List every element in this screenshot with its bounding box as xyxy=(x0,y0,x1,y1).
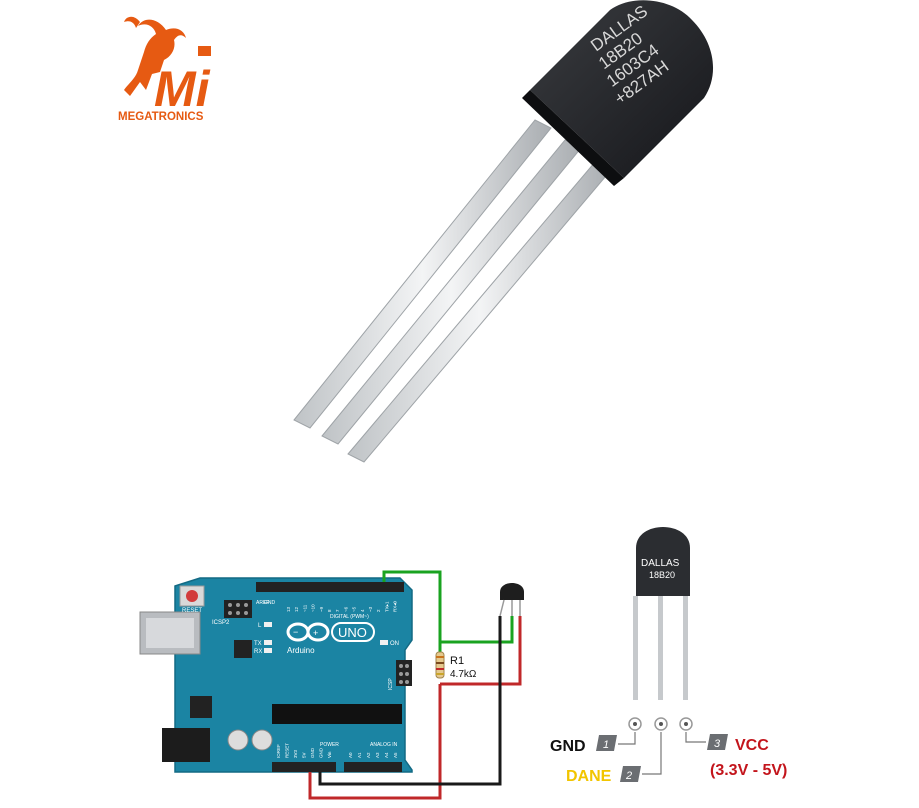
analog-pin-labels: A0 A1 A2 A3 A4 A5 xyxy=(348,752,398,758)
digital-pin-label-12: TX▸1 xyxy=(384,601,389,612)
digital-label: DIGITAL (PWM~) xyxy=(330,614,369,620)
pin-1-gnd: GND 1 xyxy=(550,735,617,755)
resistor-r1: R1 4.7kΩ xyxy=(435,651,477,680)
resistor-value: 4.7kΩ xyxy=(450,669,477,680)
vcc-wire-red xyxy=(308,684,442,800)
digital-pin-label-8: ~5 xyxy=(352,606,357,612)
analog-pin-label-5: A5 xyxy=(393,752,398,758)
digital-pin-label-4: ~9 xyxy=(319,606,324,612)
resistor-name: R1 xyxy=(450,655,464,667)
digital-pin-label-9: 4 xyxy=(360,609,365,612)
analog-pin-label-4: A4 xyxy=(384,752,389,758)
analog-header xyxy=(344,762,402,772)
data-wire-green xyxy=(382,570,514,644)
icsp-label: ICSP xyxy=(388,678,394,690)
svg-text:−: − xyxy=(293,627,298,637)
power-pin-label-1: RESET xyxy=(285,743,290,758)
digital-pin-label-7: ~6 xyxy=(343,606,348,612)
pin-3-vcc: 3 VCC (3.3V - 5V) xyxy=(707,734,787,779)
power-label: POWER xyxy=(320,742,339,748)
logo-brand-text: MEGATRONICS xyxy=(118,111,204,123)
digital-pin-label-2: ~11 xyxy=(302,604,307,612)
pin-2-number: 2 xyxy=(625,770,632,782)
goat-logo-icon: Mi MEGATRONICS xyxy=(118,16,211,123)
digital-pin-label-10: ~3 xyxy=(368,606,373,612)
power-header xyxy=(272,762,336,772)
analog-pin-label-2: A2 xyxy=(366,752,371,758)
logo-mark: Mi xyxy=(154,61,211,117)
icsp2-label: ICSP2 xyxy=(212,620,230,626)
pinout-diagram: DALLAS 18B20 GND 1 DANE 2 3 VCC ( xyxy=(550,527,787,785)
power-pin-label-5: GND xyxy=(319,747,324,758)
analog-pin-label-3: A3 xyxy=(375,752,380,758)
icsp-header: ICSP xyxy=(388,660,412,690)
power-pin-label-3: 5V xyxy=(302,752,307,758)
on-label: ON xyxy=(390,641,399,647)
power-pin-label-4: GND xyxy=(310,747,315,758)
capacitor-1 xyxy=(227,729,249,751)
uno-label: UNO xyxy=(338,625,367,640)
sensor-body xyxy=(522,0,714,186)
pin-3-number: 3 xyxy=(714,738,721,750)
capacitor-2 xyxy=(251,729,273,751)
usb-chip xyxy=(234,640,252,658)
digital-pin-label-6: 7 xyxy=(335,609,340,612)
vcc-range: (3.3V - 5V) xyxy=(710,762,787,779)
arduino-brand-label: Arduino xyxy=(287,646,315,655)
digital-pin-label-0: 13 xyxy=(286,606,291,612)
pinout-package-line-2: 18B20 xyxy=(649,570,675,580)
brand-logo: Mi MEGATRONICS xyxy=(116,12,234,124)
regulator-chip xyxy=(190,696,212,718)
ds18b20-photo: DALLAS 18B20 1603C4 +827AH xyxy=(293,0,714,463)
power-pin-label-2: 3V3 xyxy=(293,749,298,758)
small-sensor-icon xyxy=(499,583,524,617)
gnd-wire-black xyxy=(318,616,502,786)
pinout-package xyxy=(636,527,690,596)
analog-pin-label-1: A1 xyxy=(357,752,362,758)
power-pin-label-0: IOREF xyxy=(276,744,281,758)
reset-label: RESET xyxy=(182,608,202,614)
led-tx-label: TX xyxy=(254,641,262,647)
pin-2-data: DANE 2 xyxy=(566,766,641,785)
svg-text:+: + xyxy=(313,628,318,638)
power-pin-label-6: Vin xyxy=(327,751,332,758)
led-rx-label: RX xyxy=(254,649,262,655)
gnd-top-label: GND xyxy=(264,600,276,606)
digital-pin-label-11: 2 xyxy=(376,609,381,612)
pin-2-name: DANE xyxy=(566,768,612,785)
pinout-package-line-1: DALLAS xyxy=(641,558,680,569)
arduino-infinity-icon: − + xyxy=(286,622,330,642)
led-l-label: L xyxy=(258,623,262,629)
aref-label: AREF xyxy=(256,600,269,606)
pin-1-number: 1 xyxy=(603,739,609,751)
digital-pin-label-13: RX◂0 xyxy=(393,600,398,612)
analog-pin-label-0: A0 xyxy=(348,752,353,758)
icsp2-header: ICSP2 xyxy=(212,600,252,626)
wires xyxy=(308,570,522,800)
digital-pin-label-5: 8 xyxy=(327,609,332,612)
digital-header xyxy=(256,582,404,592)
sensor-legs xyxy=(293,119,612,463)
power-jack xyxy=(162,728,210,762)
analog-label: ANALOG IN xyxy=(370,742,398,748)
pin-3-name: VCC xyxy=(735,737,769,754)
digital-pin-label-3: ~10 xyxy=(311,604,316,612)
atmega-chip xyxy=(272,704,402,724)
pin-1-name: GND xyxy=(550,738,586,755)
digital-pin-label-1: 12 xyxy=(294,606,299,612)
